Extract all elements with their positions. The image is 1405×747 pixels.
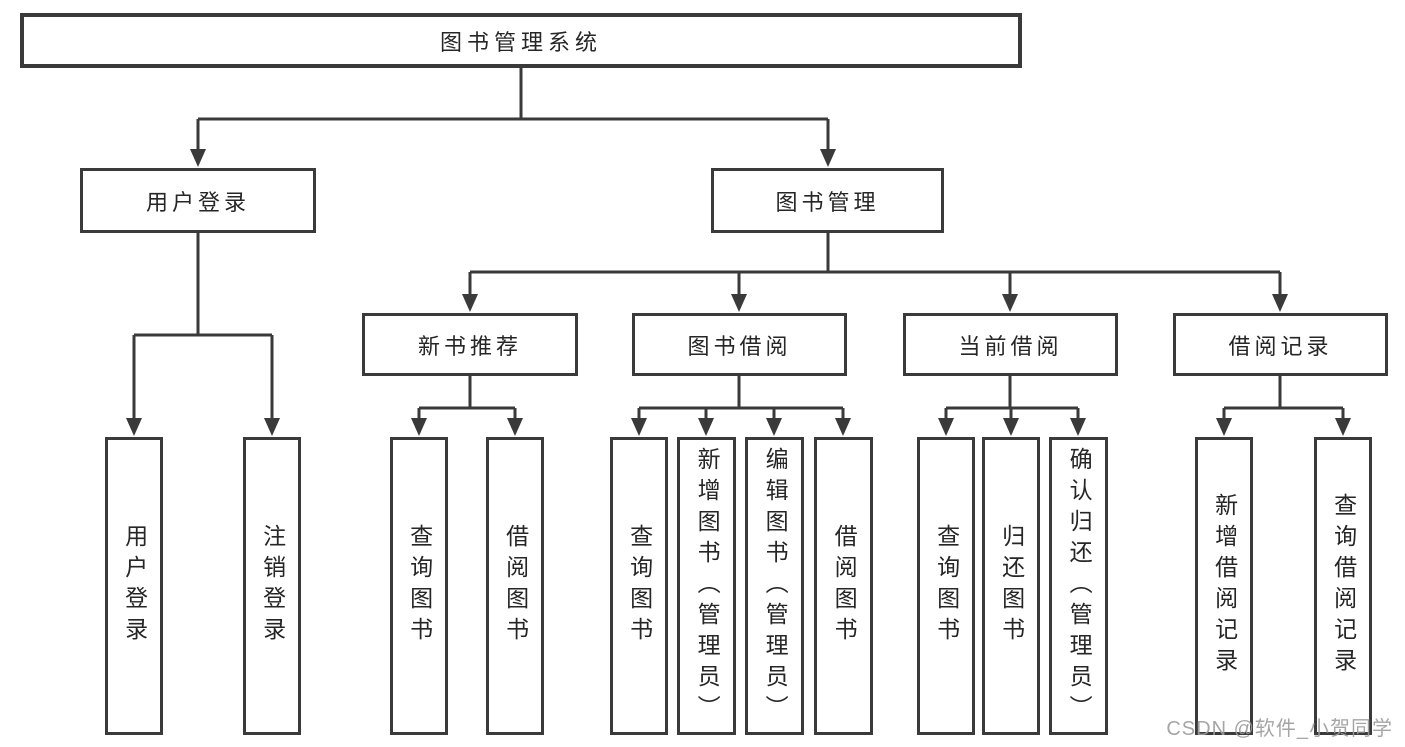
leaf-label: 查询图书	[933, 524, 960, 648]
leaf-return-book: 归还图书	[982, 437, 1040, 735]
leaf-label: 借阅图书	[502, 524, 529, 648]
node-borrow-record: 借阅记录	[1173, 313, 1388, 376]
node-root: 图书管理系统	[20, 13, 1022, 68]
leaf-logout: 注销登录	[243, 437, 301, 735]
leaf-label: 新增图书（管理员）	[694, 446, 721, 726]
node-user-login: 用户登录	[80, 168, 316, 233]
leaf-borrow-book: 借阅图书	[814, 437, 873, 735]
node-book-borrow: 图书借阅	[632, 313, 847, 376]
arrowheads	[126, 149, 1351, 436]
leaf-edit-book-admin: 编辑图书（管理员）	[745, 437, 804, 735]
node-label: 图书借阅	[687, 333, 792, 359]
node-label: 新书推荐	[417, 333, 522, 359]
leaf-query-borrow-record: 查询借阅记录	[1314, 437, 1372, 735]
leaf-query-book-borrow: 查询图书	[610, 437, 668, 735]
leaf-confirm-return-admin: 确认归还（管理员）	[1049, 437, 1108, 735]
node-new-book-recommend: 新书推荐	[362, 313, 578, 376]
node-label: 借阅记录	[1228, 333, 1333, 359]
leaf-label: 确认归还（管理员）	[1066, 446, 1093, 726]
leaf-label: 借阅图书	[831, 524, 858, 648]
leaf-query-book-recommend: 查询图书	[390, 437, 448, 735]
leaf-label: 注销登录	[259, 524, 286, 648]
node-label: 图书管理系统	[439, 29, 602, 55]
node-current-borrow: 当前借阅	[903, 313, 1118, 376]
leaf-label: 编辑图书（管理员）	[762, 446, 789, 726]
leaf-borrow-book-recommend: 借阅图书	[486, 437, 544, 735]
node-label: 用户登录	[145, 189, 250, 215]
leaf-add-book-admin: 新增图书（管理员）	[677, 437, 736, 735]
leaf-label: 查询图书	[406, 524, 433, 648]
csdn-watermark: CSDN @软件_小贺同学	[1166, 718, 1393, 740]
node-book-management: 图书管理	[711, 168, 944, 233]
node-label: 图书管理	[775, 189, 880, 215]
leaf-label: 新增借阅记录	[1211, 493, 1238, 679]
leaf-label: 查询图书	[626, 524, 653, 648]
leaf-add-borrow-record: 新增借阅记录	[1195, 437, 1253, 735]
leaf-label: 归还图书	[998, 524, 1025, 648]
leaf-label: 用户登录	[121, 524, 148, 648]
leaf-label: 查询借阅记录	[1330, 493, 1357, 679]
leaf-query-book-current: 查询图书	[917, 437, 975, 735]
leaf-user-login: 用户登录	[105, 437, 163, 735]
node-label: 当前借阅	[958, 333, 1063, 359]
